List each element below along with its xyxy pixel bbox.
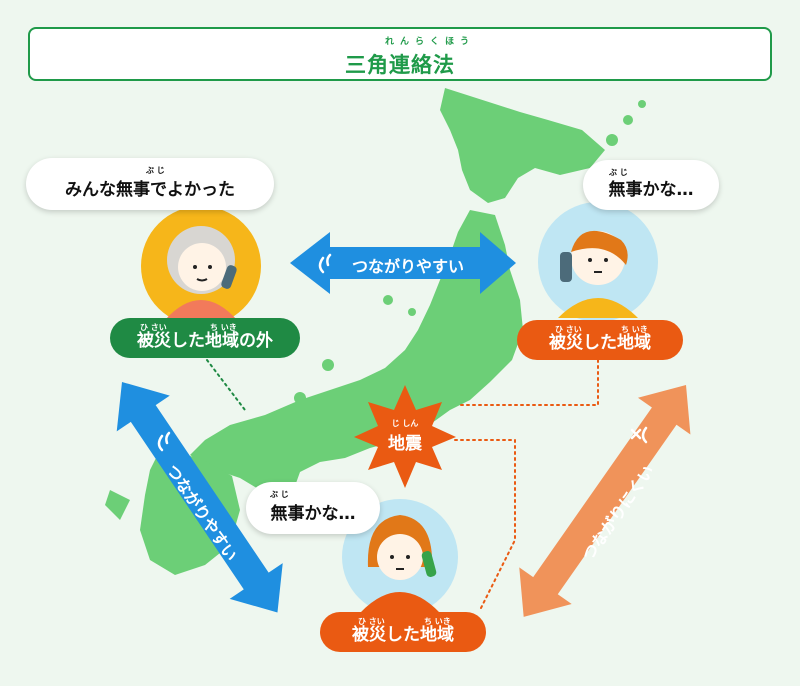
page-title: 三角連絡法 — [345, 53, 455, 77]
earthquake-label: じ しん 地震 — [370, 418, 440, 454]
bubble-right-ruby: ぶ じ — [609, 168, 628, 177]
label-bottom-area: ひ さい ち いき 被災した地域 — [320, 612, 486, 652]
speech-bubble-right: ぶ じ 無事かな… — [583, 160, 719, 210]
label-bottom-ruby-1: ひ さい — [358, 617, 385, 626]
phone-off-icon — [630, 428, 642, 440]
label-bottom-ruby-2: ち いき — [424, 617, 451, 626]
arrow-top-easy — [290, 232, 516, 294]
bubble-outside-ruby: ぶ じ — [146, 166, 165, 175]
earthquake-ruby: じ しん — [391, 419, 419, 428]
label-outside-area: ひ さい ち いき 被災した地域の外 — [110, 318, 300, 358]
earthquake-burst — [354, 385, 456, 488]
arrow-left-easy — [116, 382, 283, 613]
avatar-bottom-woman — [342, 499, 458, 615]
phone-icon — [318, 256, 325, 274]
label-right-ruby-1: ひ さい — [555, 325, 582, 334]
speech-bubble-bottom: ぶ じ 無事かな… — [246, 482, 380, 534]
bubble-bottom-text: 無事かな… — [270, 504, 356, 524]
arrow-top-label: つながりやすい — [352, 257, 465, 276]
label-right-area: ひ さい ち いき 被災した地域 — [517, 320, 683, 360]
bubble-right-text: 無事かな… — [608, 180, 694, 200]
avatar-right-man — [538, 202, 658, 322]
arrow-right-hard — [519, 385, 691, 617]
speech-bubble-outside: ぶ じ みんな無事でよかった — [26, 158, 274, 210]
label-outside-text: 被災した地域の外 — [137, 331, 273, 351]
avatar-elderly — [141, 206, 261, 326]
label-outside-ruby-1: ひ さい — [140, 323, 167, 332]
title-ruby: れんらくほう — [384, 37, 475, 47]
label-right-ruby-2: ち いき — [621, 325, 648, 334]
title-box: れんらくほう 三角連絡法 — [28, 27, 772, 81]
bubble-outside-text: みんな無事でよかった — [65, 180, 235, 200]
label-right-text: 被災した地域 — [549, 333, 651, 353]
bubble-bottom-ruby: ぶ じ — [270, 490, 289, 499]
earthquake-text: 地震 — [388, 434, 422, 454]
label-outside-ruby-2: ち いき — [210, 323, 237, 332]
label-bottom-text: 被災した地域 — [352, 625, 454, 645]
